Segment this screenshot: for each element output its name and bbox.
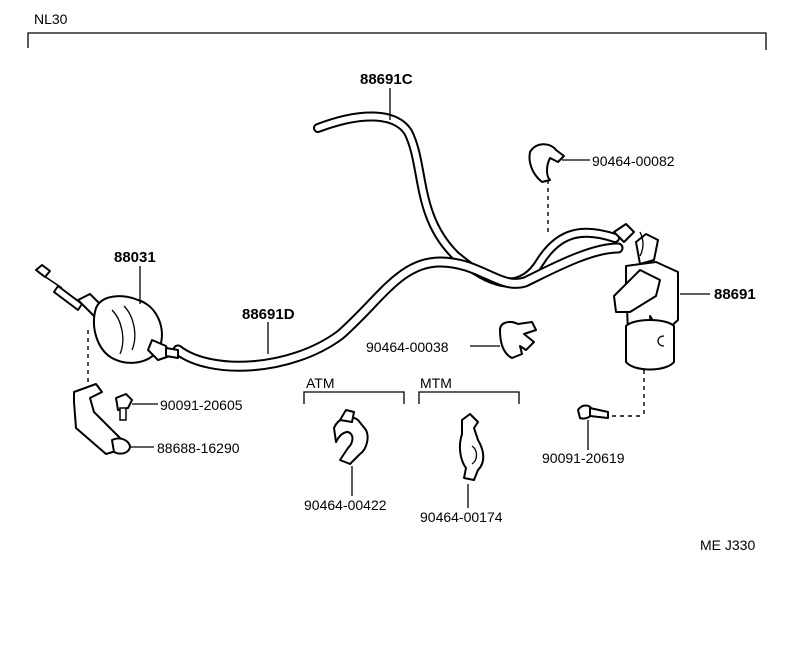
diagram-code: ME J330 — [700, 537, 755, 553]
label-88691: 88691 — [714, 286, 756, 303]
label-90464-00082: 90464-00082 — [592, 153, 675, 169]
bracket-88688-16290 — [73, 330, 131, 455]
mtm-group — [418, 391, 520, 481]
model-label: NL30 — [34, 11, 68, 27]
label-88691d: 88691D — [242, 306, 295, 323]
label-90091-20619: 90091-20619 — [542, 450, 625, 466]
atm-group — [303, 391, 405, 465]
label-88031: 88031 — [114, 249, 156, 266]
mtm-label: MTM — [420, 375, 452, 391]
label-90464-00422: 90464-00422 — [304, 497, 387, 513]
hose-88691d — [172, 242, 624, 372]
bolt-90091-20605 — [115, 393, 133, 421]
screw-90091-20619 — [577, 370, 645, 420]
valve-88691 — [613, 223, 679, 371]
atm-label: ATM — [306, 375, 335, 391]
label-88691c: 88691C — [360, 71, 413, 88]
clip-90464-00082 — [528, 143, 565, 236]
hose-88691c — [313, 111, 620, 288]
actuator-88031 — [35, 264, 179, 364]
clip-90464-00038 — [499, 321, 537, 359]
label-90464-00038: 90464-00038 — [366, 339, 449, 355]
label-90464-00174: 90464-00174 — [420, 509, 503, 525]
top-bracket-line — [27, 32, 767, 50]
label-90091-20605: 90091-20605 — [160, 397, 243, 413]
label-88688-16290: 88688-16290 — [157, 440, 240, 456]
